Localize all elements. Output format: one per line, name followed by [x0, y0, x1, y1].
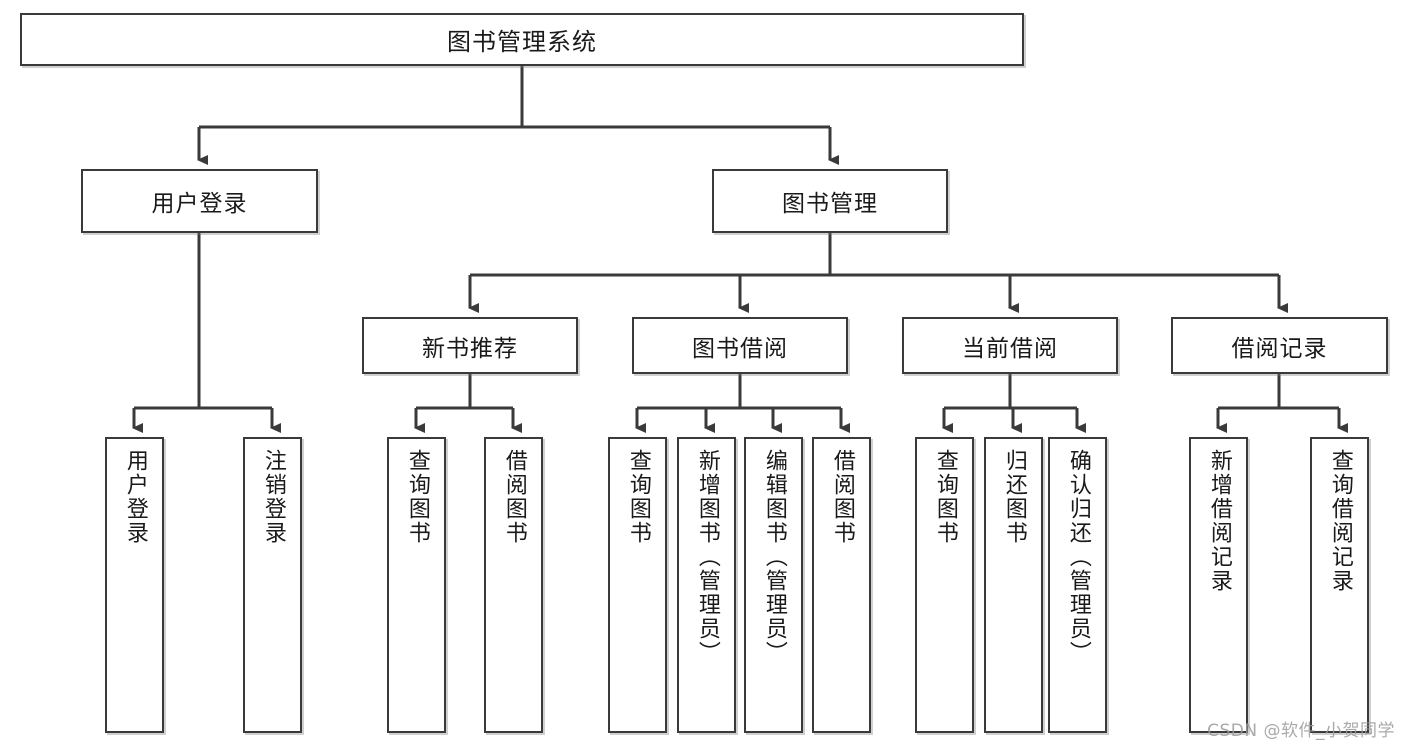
node-label: 注销登录 [260, 449, 286, 545]
leaf-add-borrow-record[interactable]: 新增借阅记录 [1189, 437, 1248, 733]
node-user-login[interactable]: 用户登录 [81, 169, 318, 233]
node-label: 归还图书 [1001, 449, 1027, 545]
leaf-edit-book-admin[interactable]: 编辑图书（管理员） [744, 437, 803, 733]
node-label: 借阅图书 [501, 449, 527, 545]
node-label: 编辑图书（管理员） [761, 449, 787, 665]
node-label: 查询图书 [404, 449, 430, 545]
leaf-return-books[interactable]: 归还图书 [984, 437, 1043, 733]
node-label: 图书管理 [782, 191, 878, 217]
leaf-logout[interactable]: 注销登录 [243, 437, 302, 733]
leaf-query-books-borrowing[interactable]: 查询图书 [608, 437, 667, 733]
node-root-book-management-system[interactable]: 图书管理系统 [20, 13, 1024, 66]
node-new-book-recommendation[interactable]: 新书推荐 [362, 317, 578, 374]
node-label: 查询图书 [625, 449, 651, 545]
node-book-borrowing[interactable]: 图书借阅 [632, 317, 848, 374]
node-current-borrowing[interactable]: 当前借阅 [902, 317, 1118, 374]
leaf-borrow-books-borrowing[interactable]: 借阅图书 [812, 437, 871, 733]
node-label: 新增借阅记录 [1206, 449, 1232, 593]
node-borrow-records[interactable]: 借阅记录 [1171, 317, 1388, 374]
node-label: 新增图书（管理员） [694, 449, 720, 665]
node-book-management[interactable]: 图书管理 [712, 169, 948, 233]
node-label: 借阅图书 [829, 449, 855, 545]
leaf-confirm-return-admin[interactable]: 确认归还（管理员） [1048, 437, 1107, 733]
node-label: 用户登录 [151, 191, 248, 217]
node-label: 当前借阅 [962, 335, 1058, 362]
node-label: 借阅记录 [1231, 335, 1328, 362]
node-label: 查询图书 [932, 449, 958, 545]
node-label: 新书推荐 [422, 335, 518, 362]
leaf-query-borrow-record[interactable]: 查询借阅记录 [1310, 437, 1369, 733]
watermark: CSDN @软件_小贺同学 [1207, 721, 1395, 741]
node-label: 查询借阅记录 [1327, 449, 1353, 593]
node-label: 用户登录 [122, 449, 148, 545]
leaf-borrow-books-recommendation[interactable]: 借阅图书 [484, 437, 543, 733]
leaf-query-books-current[interactable]: 查询图书 [915, 437, 974, 733]
leaf-query-books-recommendation[interactable]: 查询图书 [387, 437, 446, 733]
node-label: 图书管理系统 [447, 28, 597, 56]
leaf-add-book-admin[interactable]: 新增图书（管理员） [677, 437, 736, 733]
node-label: 图书借阅 [692, 335, 788, 362]
node-label: 确认归还（管理员） [1065, 449, 1091, 665]
leaf-user-login[interactable]: 用户登录 [105, 437, 164, 733]
